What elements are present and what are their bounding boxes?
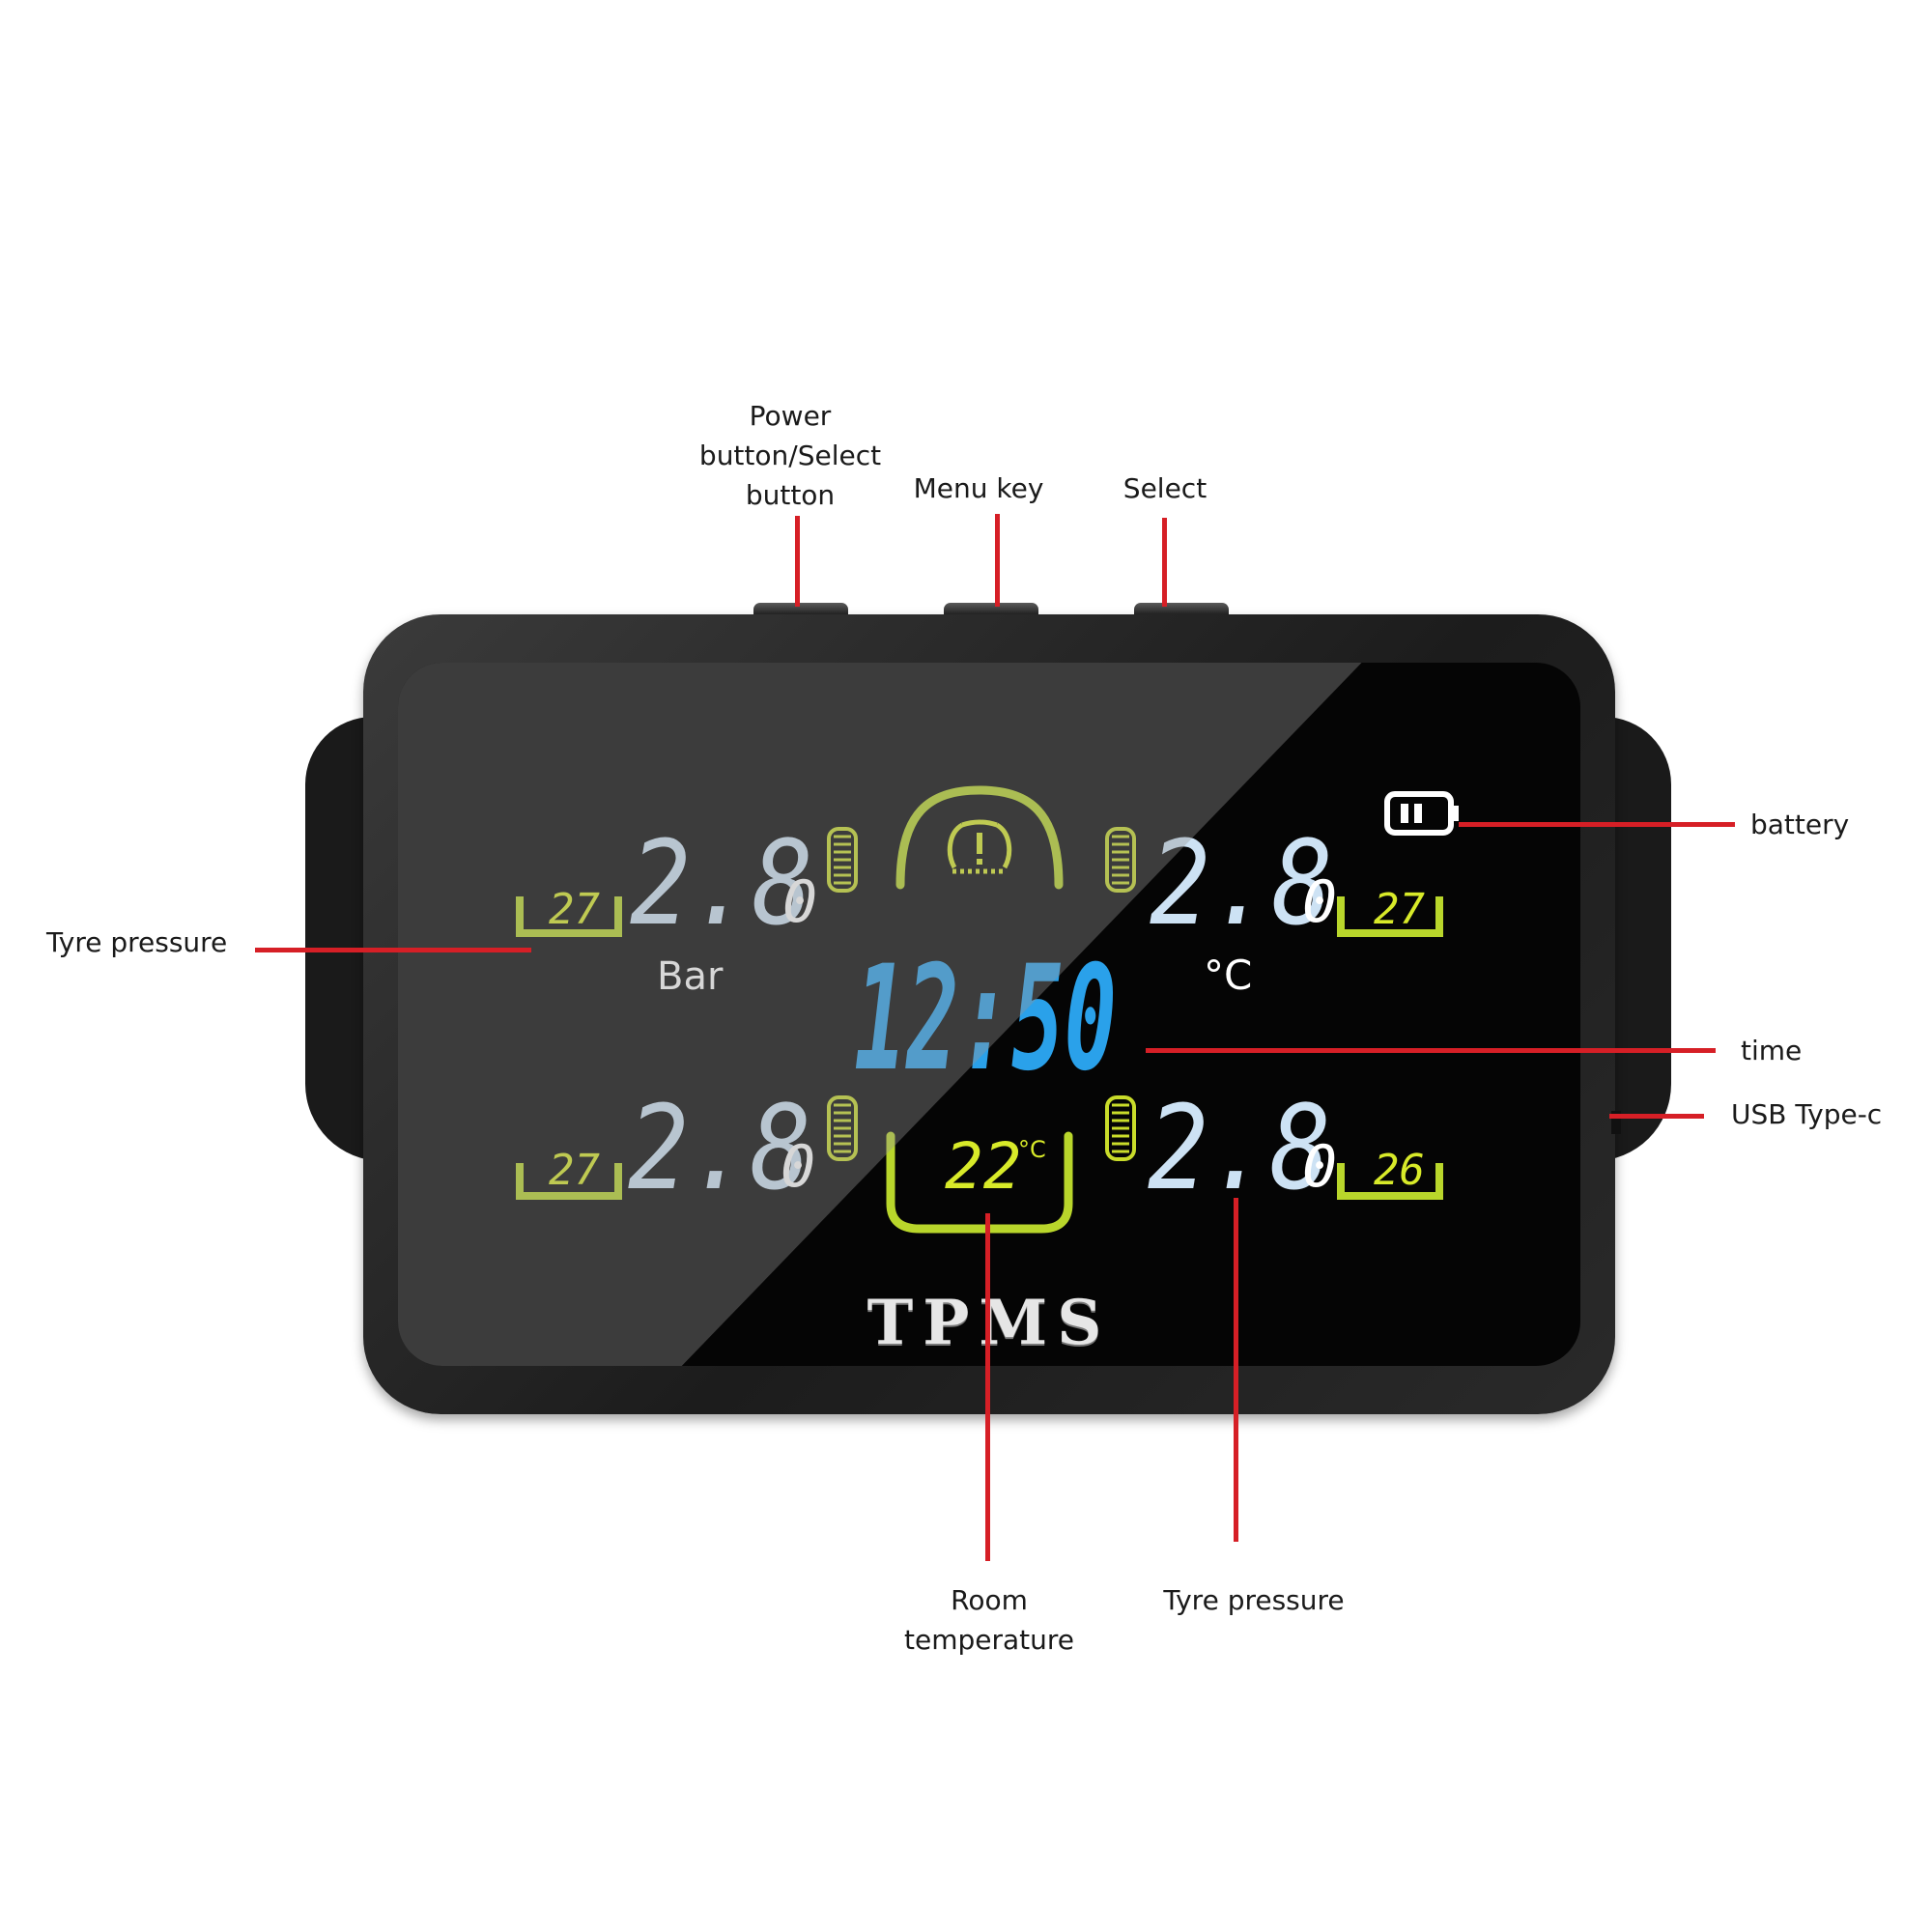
pressure-rear-left: 2.8 [628,1082,811,1216]
car-rear-outline [886,1131,1073,1234]
clock-display: 12:50 [854,935,1117,1103]
brand-label: TPMS [846,1287,1132,1359]
decimal-rear-right: 0 [1302,1133,1337,1201]
leader-tyre-pressure-bottom [1234,1198,1238,1542]
lcd-panel: 2.8 2.8 2.8 2.8 0 0 0 0 27 27 27 26 Bar … [485,779,1476,1246]
leader-room-temperature [985,1213,990,1561]
lcd-screen: 2.8 2.8 2.8 2.8 0 0 0 0 27 27 27 26 Bar … [398,663,1580,1366]
pressure-unit: Bar [657,954,724,999]
power-button[interactable] [753,603,848,616]
pressure-rear-right: 2.8 [1148,1082,1331,1216]
decimal-front-right: 0 [1302,868,1337,936]
temp-rear-right: 26 [1374,1146,1425,1195]
leader-usb [1609,1114,1704,1119]
label-time: time [1741,1035,1803,1066]
leader-select [1162,518,1167,607]
select-button[interactable] [1134,603,1229,616]
label-battery: battery [1750,809,1850,840]
tire-pressure-warning-icon [947,819,1012,874]
temp-bracket-rear-left [516,1163,622,1200]
pressure-front-left: 2.8 [630,817,813,952]
battery-icon [1384,791,1459,836]
label-power-button: Power button/Select button [698,400,882,511]
room-temperature-value: 22 [945,1129,1021,1204]
decimal-front-left: 0 [782,868,817,936]
pressure-front-right: 2.8 [1150,817,1333,952]
temp-bracket-rear-right [1337,1163,1443,1200]
tire-bars-front-left [827,827,858,893]
temp-bracket-front-left [516,896,622,937]
menu-key-button[interactable] [944,603,1038,616]
leader-time [1146,1048,1716,1053]
label-select: Select [1122,472,1208,504]
temp-bracket-front-right [1337,896,1443,937]
temp-front-left: 27 [549,885,600,934]
usb-port [1611,1111,1621,1134]
label-tyre-pressure-left: Tyre pressure [46,926,228,958]
temp-front-right: 27 [1374,885,1425,934]
tire-bars-rear-right [1105,1095,1136,1161]
car-front-arch [895,785,1064,890]
label-menu-key: Menu key [913,472,1044,504]
label-tyre-pressure-bottom: Tyre pressure [1163,1584,1345,1616]
label-room-temperature: Room temperature [904,1584,1074,1656]
temp-rear-left: 27 [549,1146,600,1195]
leader-tyre-pressure-left [255,948,531,952]
leader-menu [995,514,1000,607]
leader-battery [1459,822,1735,827]
temperature-unit: °C [1204,952,1252,999]
room-temperature-unit: °C [1018,1136,1046,1163]
label-usb-type-c: USB Type-c [1731,1098,1883,1130]
lcd-graphics: 2.8 2.8 2.8 2.8 0 0 0 0 27 27 27 26 Bar … [516,785,1459,1234]
leader-power [795,516,800,607]
decimal-rear-left: 0 [781,1133,815,1201]
tire-bars-front-right [1105,827,1136,893]
tire-bars-rear-left [827,1095,858,1161]
